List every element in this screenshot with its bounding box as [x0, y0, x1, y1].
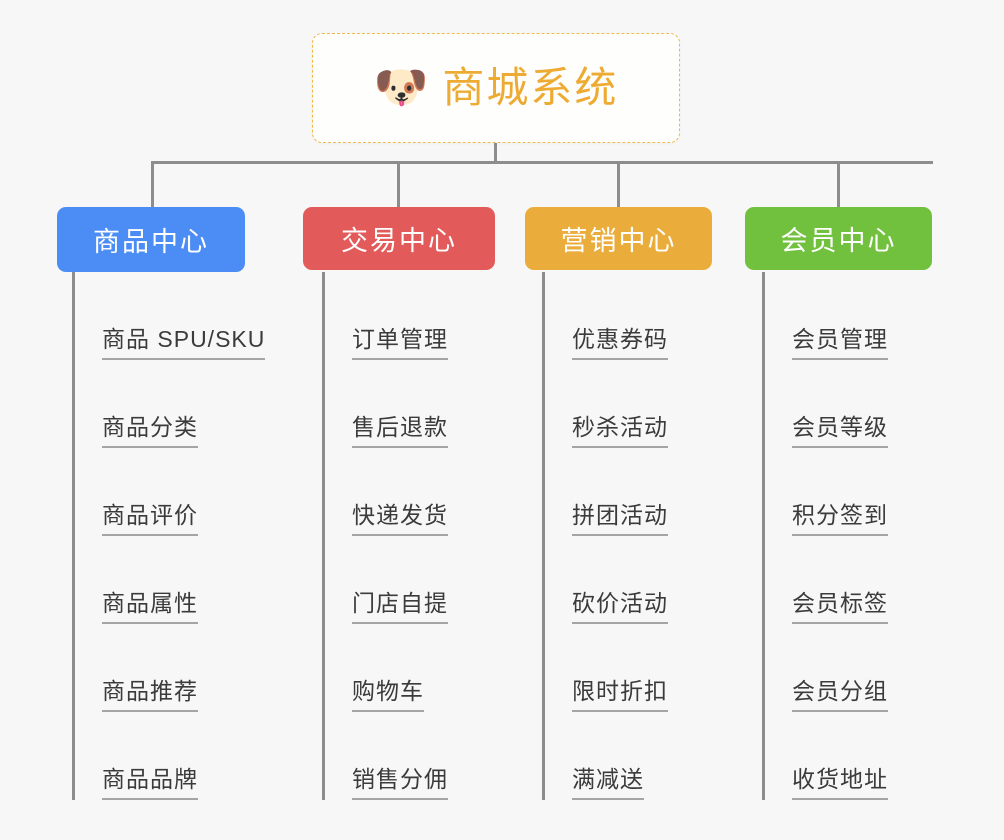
leaf-column-trade-center: 订单管理 售后退款 快递发货 门店自提 购物车 销售分佣	[322, 272, 582, 800]
leaf-item[interactable]: 满减送	[542, 712, 802, 800]
connector-horizontal-bus	[151, 161, 933, 164]
leaf-spine	[762, 272, 765, 800]
category-box-trade-center[interactable]: 交易中心	[303, 207, 495, 270]
connector-drop-member-center	[837, 161, 840, 208]
leaf-label: 商品属性	[102, 590, 198, 624]
connector-drop-trade-center	[397, 161, 400, 208]
category-box-marketing-center[interactable]: 营销中心	[525, 207, 712, 270]
leaf-label: 优惠券码	[572, 326, 668, 360]
leaf-label: 商品分类	[102, 414, 198, 448]
leaf-label: 商品评价	[102, 502, 198, 536]
leaf-label: 商品推荐	[102, 678, 198, 712]
leaf-label: 限时折扣	[572, 678, 668, 712]
leaf-item[interactable]: 拼团活动	[542, 448, 802, 536]
root-title: 商城系统	[442, 64, 619, 111]
leaf-item[interactable]: 商品推荐	[72, 624, 332, 712]
category-box-product-center[interactable]: 商品中心	[57, 207, 245, 272]
leaf-item[interactable]: 优惠券码	[542, 272, 802, 360]
category-box-member-center[interactable]: 会员中心	[745, 207, 932, 270]
category-label: 交易中心	[341, 226, 457, 256]
category-label: 营销中心	[560, 226, 677, 256]
leaf-label: 拼团活动	[572, 502, 668, 536]
leaf-label: 满减送	[572, 766, 644, 800]
leaf-label: 购物车	[352, 678, 424, 712]
leaf-item[interactable]: 购物车	[322, 624, 582, 712]
leaf-label: 销售分佣	[352, 766, 448, 800]
leaf-label: 快递发货	[352, 502, 448, 536]
leaf-item[interactable]: 会员等级	[762, 360, 1004, 448]
leaf-item[interactable]: 砍价活动	[542, 536, 802, 624]
leaf-label: 积分签到	[792, 502, 888, 536]
leaf-item[interactable]: 快递发货	[322, 448, 582, 536]
leaf-column-marketing-center: 优惠券码 秒杀活动 拼团活动 砍价活动 限时折扣 满减送	[542, 272, 802, 800]
connector-drop-marketing-center	[617, 161, 620, 208]
leaf-item[interactable]: 商品 SPU/SKU	[72, 272, 332, 360]
leaf-label: 会员等级	[792, 414, 888, 448]
leaf-item[interactable]: 销售分佣	[322, 712, 582, 800]
leaf-label: 订单管理	[352, 326, 448, 360]
leaf-item[interactable]: 售后退款	[322, 360, 582, 448]
leaf-item[interactable]: 订单管理	[322, 272, 582, 360]
leaf-label: 会员标签	[792, 590, 888, 624]
leaf-label: 商品 SPU/SKU	[102, 326, 266, 360]
leaf-item[interactable]: 限时折扣	[542, 624, 802, 712]
leaf-label: 会员管理	[792, 326, 888, 360]
leaf-label: 售后退款	[352, 414, 448, 448]
leaf-item[interactable]: 商品分类	[72, 360, 332, 448]
leaf-item[interactable]: 商品品牌	[72, 712, 332, 800]
leaf-item[interactable]: 会员分组	[762, 624, 1004, 712]
dog-face-icon: 🐶	[373, 63, 429, 112]
leaf-spine	[322, 272, 325, 800]
leaf-spine	[542, 272, 545, 800]
leaf-item[interactable]: 会员管理	[762, 272, 1004, 360]
leaf-label: 收货地址	[792, 766, 888, 800]
leaf-spine	[72, 272, 75, 800]
leaf-label: 秒杀活动	[572, 414, 668, 448]
leaf-label: 砍价活动	[572, 590, 668, 624]
leaf-item[interactable]: 商品属性	[72, 536, 332, 624]
leaf-item[interactable]: 会员标签	[762, 536, 1004, 624]
leaf-label: 门店自提	[352, 590, 448, 624]
connector-root-stem	[494, 143, 497, 164]
leaf-label: 会员分组	[792, 678, 888, 712]
category-label: 会员中心	[780, 226, 897, 256]
leaf-column-product-center: 商品 SPU/SKU 商品分类 商品评价 商品属性 商品推荐 商品品牌	[72, 272, 332, 800]
root-node[interactable]: 🐶 商城系统	[312, 33, 680, 143]
leaf-item[interactable]: 商品评价	[72, 448, 332, 536]
leaf-item[interactable]: 秒杀活动	[542, 360, 802, 448]
category-label: 商品中心	[93, 227, 209, 257]
leaf-column-member-center: 会员管理 会员等级 积分签到 会员标签 会员分组 收货地址	[762, 272, 1004, 800]
leaf-label: 商品品牌	[102, 766, 198, 800]
connector-drop-product-center	[151, 161, 154, 208]
leaf-item[interactable]: 门店自提	[322, 536, 582, 624]
leaf-item[interactable]: 积分签到	[762, 448, 1004, 536]
leaf-item[interactable]: 收货地址	[762, 712, 1004, 800]
